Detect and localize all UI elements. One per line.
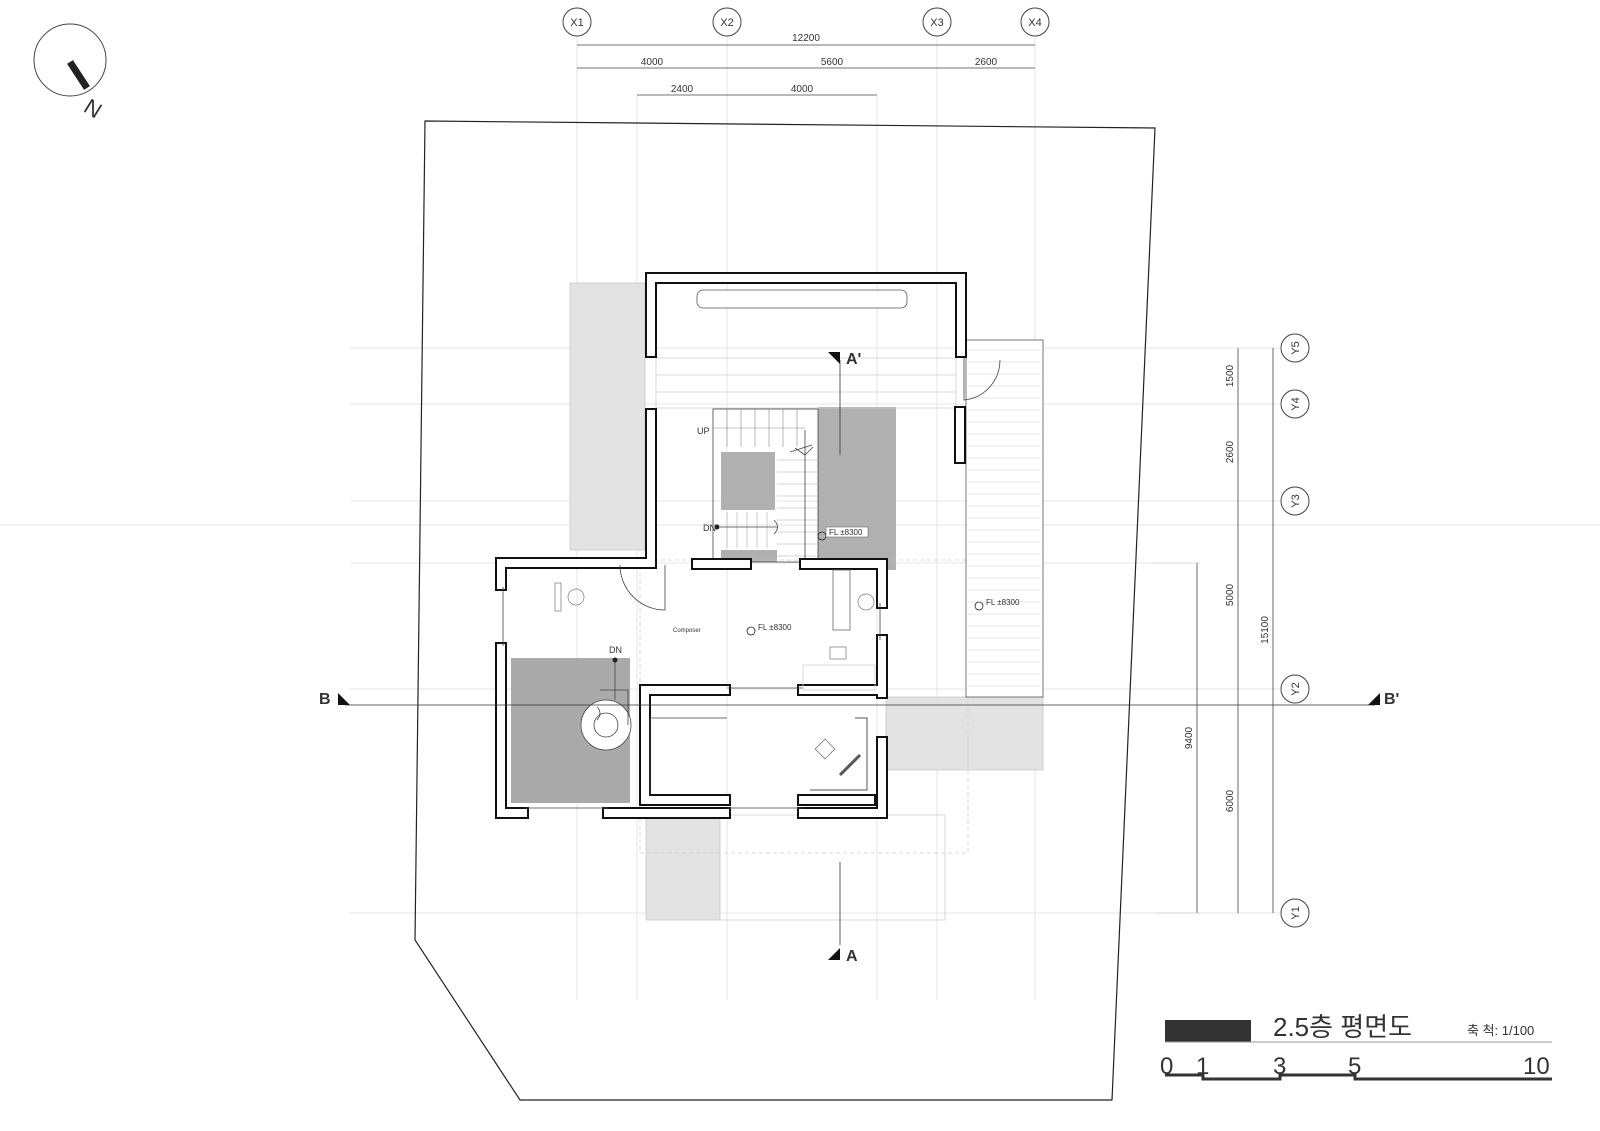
- roof-south: [645, 814, 721, 921]
- balcony-west: [569, 282, 646, 551]
- grid-label-y5: Y5: [1290, 341, 1302, 354]
- roof-southeast: [885, 696, 1044, 771]
- grid-label-y3: Y3: [1290, 494, 1302, 507]
- upper-room-floor: [655, 289, 957, 409]
- scale-label: 축 척: 1/100: [1467, 1023, 1534, 1038]
- built-in-sofa: [696, 289, 908, 309]
- scale-tick-10: 10: [1523, 1053, 1550, 1080]
- site-boundary: [414, 120, 1156, 1101]
- north-label: N: [80, 94, 107, 124]
- section-lines: [338, 352, 1380, 960]
- walls: [495, 272, 1001, 819]
- grid-label-x1: X1: [570, 17, 583, 29]
- level-text: FL ±8300: [829, 528, 863, 537]
- grid-label-y4: Y4: [1290, 397, 1302, 410]
- section-b-label: B: [319, 691, 331, 708]
- dim-x2-x3: 5600: [821, 57, 844, 68]
- level-marker-stair: FL ±8300: [817, 526, 869, 541]
- dim-partial-y: 9400: [1184, 726, 1195, 749]
- dim-overall-y: 15100: [1260, 616, 1271, 644]
- main-stair: [712, 408, 819, 563]
- scale-tick-1: 1: [1196, 1053, 1209, 1080]
- section-a-prime-label: A': [846, 351, 861, 368]
- dim-sub-2: 4000: [791, 84, 814, 95]
- dim-overall-x: 12200: [792, 33, 820, 44]
- level-marker-center: FL ±8300: [746, 623, 792, 636]
- grid-label-x2: X2: [720, 17, 733, 29]
- dim-y2-y1: 6000: [1225, 789, 1236, 812]
- spiral-stair: [580, 657, 632, 751]
- grid-lines: [0, 36, 1600, 1000]
- dim-x3-x4: 2600: [975, 57, 998, 68]
- dim-y5-y4: 1500: [1225, 364, 1236, 387]
- dim-sub-1: 2400: [671, 84, 694, 95]
- level-marker-deck: FL ±8300: [974, 598, 1020, 611]
- scale-bar: [1165, 1073, 1552, 1081]
- grid-label-x4: X4: [1028, 17, 1041, 29]
- level-text: FL ±8300: [986, 598, 1020, 607]
- title-block: 2.5층 평면도 축 척: 1/100 0 1 3 5 10: [1160, 1012, 1552, 1081]
- section-b-prime-label: B': [1384, 691, 1399, 708]
- grid-label-y1: Y1: [1290, 906, 1302, 919]
- scale-tick-0: 0: [1160, 1053, 1173, 1080]
- scale-tick-3: 3: [1273, 1053, 1286, 1080]
- scale-tick-5: 5: [1348, 1053, 1361, 1080]
- grid-bubbles-x: X1 X2 X3 X4: [562, 7, 1050, 37]
- spiral-down-label: DN: [609, 645, 622, 655]
- room-label-composer: Composer: [673, 628, 701, 634]
- deck-east: [965, 339, 1044, 698]
- dim-y4-y3: 2600: [1225, 440, 1236, 463]
- drawing-title: 2.5층 평면도: [1273, 1012, 1412, 1042]
- dim-x1-x2: 4000: [641, 57, 664, 68]
- north-arrow: N: [33, 23, 107, 124]
- grid-bubbles-y: Y5 Y4 Y3 Y2 Y1: [1280, 333, 1310, 928]
- grid-label-x3: X3: [930, 17, 943, 29]
- void-stair-center: [721, 452, 775, 510]
- stair-down-label: DN: [703, 523, 716, 533]
- stair-up-label: UP: [697, 426, 710, 436]
- dimensions-top: 12200 4000 5600 2600 2400 4000: [577, 33, 1035, 96]
- dim-y3-y2: 5000: [1225, 583, 1236, 606]
- furniture: [554, 569, 876, 795]
- section-a-label: A: [846, 948, 858, 965]
- grid-label-y2: Y2: [1290, 682, 1302, 695]
- void-stair-east: [818, 407, 896, 570]
- level-text: FL ±8300: [758, 623, 792, 632]
- dimensions-right: 1500 2600 5000 6000 15100 9400: [1155, 348, 1274, 914]
